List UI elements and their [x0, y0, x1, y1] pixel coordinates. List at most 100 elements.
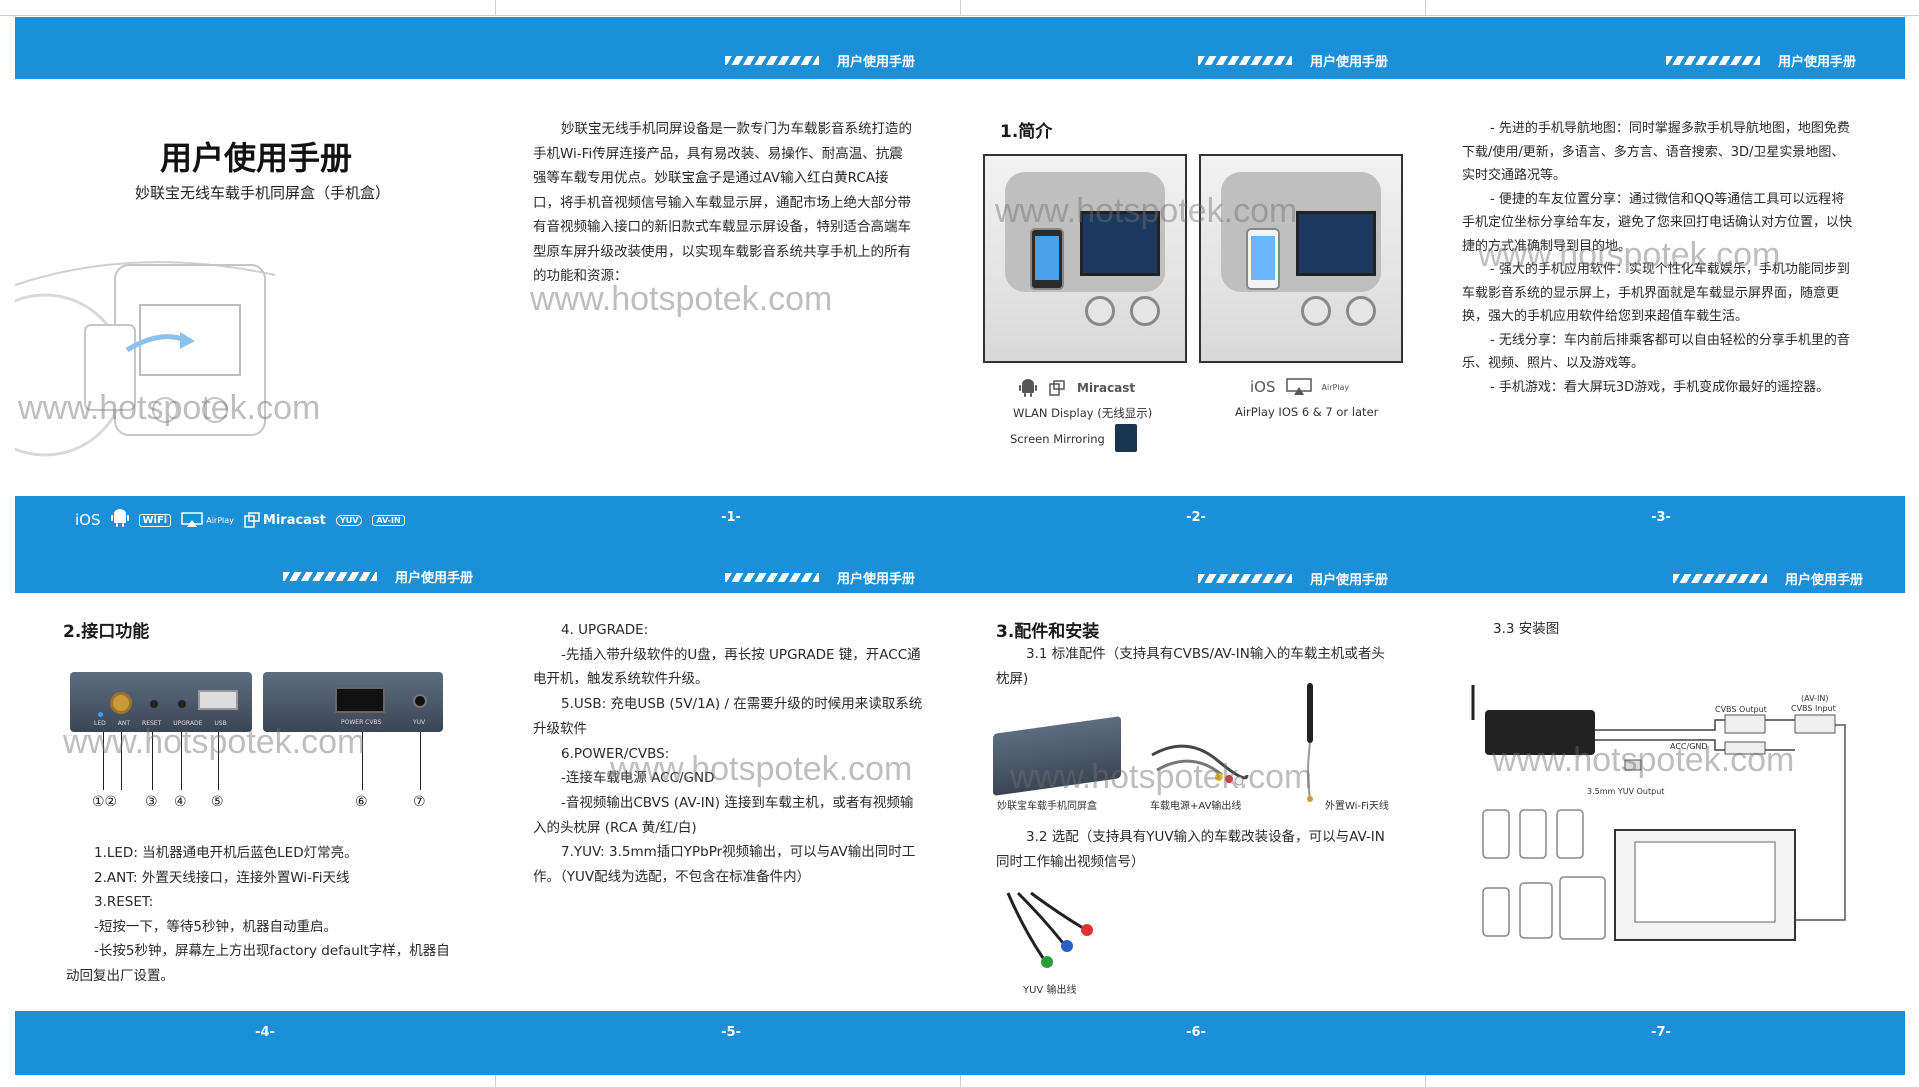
desc-line: 5.USB: 充电USB (5V/1A) / 在需要升级的时候用来读取系统升级软…	[533, 696, 923, 737]
device-front-panel: LED ANT RESET UPGRADE USB	[70, 672, 252, 732]
stripes-decoration	[1666, 56, 1760, 65]
page3-feature-list: - 先进的手机导航地图：同时掌握多款手机导航地图，地图免费下载/使用/更新，多语…	[1462, 117, 1856, 399]
page-number-5: -5-	[721, 1025, 741, 1040]
miracast-icon: Miracast	[244, 512, 326, 528]
dial-knob	[1346, 296, 1376, 326]
leader-line	[152, 732, 153, 790]
header-title: 用户使用手册	[395, 571, 474, 586]
antenna-port	[110, 692, 132, 714]
screen-mirroring-caption: Screen Mirroring	[1010, 432, 1105, 446]
page-number-1: -1-	[721, 510, 741, 525]
desc-line: 7.YUV: 3.5mm插口YPbPr视频输出，可以与AV输出同时工作。（YUV…	[533, 844, 916, 886]
header-title: 用户使用手册	[1778, 55, 1857, 70]
header-title: 用户使用手册	[837, 572, 916, 587]
watermark-cover: www.hotspotek.com	[18, 389, 321, 427]
car-screen	[1296, 211, 1376, 276]
feature-item: - 强大的手机应用软件：实现个性化车载娱乐，手机功能同步到车载影音系统的显示屏上…	[1462, 262, 1850, 324]
device-rear-panel: POWER CVBS YUV	[263, 672, 443, 732]
header-title: 用户使用手册	[1785, 573, 1864, 588]
header-page-4: 用户使用手册	[283, 567, 473, 586]
cover-title: 用户使用手册	[160, 139, 353, 177]
feature-item: - 无线分享：车内前后排乘客都可以自由轻松的分享手机里的音乐、视频、照片、以及游…	[1462, 332, 1850, 372]
android-icon	[1019, 379, 1037, 397]
page1-intro-paragraph: 妙联宝无线手机同屏设备是一款专门为车载影音系统打造的手机Wi-Fi传屏连接产品，…	[533, 117, 913, 289]
leader-line	[103, 732, 104, 790]
airplay-label: AirPlay	[1321, 382, 1350, 392]
feature-item: - 便捷的车友位置分享：通过微信和QQ等通信工具可以远程将手机定位坐标分享给车友…	[1462, 191, 1853, 254]
photo-ios-mirroring	[1199, 154, 1403, 363]
watermark-page-6: www.hotspotek.com	[1010, 758, 1313, 796]
airplay-icon	[1285, 378, 1312, 395]
miracast-label: Miracast	[1077, 381, 1136, 395]
yuv-icon: YUV	[335, 514, 363, 526]
watermark-page-2: www.hotspotek.com	[995, 192, 1298, 230]
watermark-page-5: www.hotspotek.com	[610, 750, 913, 788]
marker-3: ③	[145, 794, 158, 810]
header-title: 用户使用手册	[837, 55, 916, 70]
cvbs-output-label: CVBS Output	[1715, 705, 1767, 714]
desc-line: 1.LED: 当机器通电开机后蓝色LED灯常亮。	[94, 845, 358, 861]
stripes-decoration	[725, 56, 819, 65]
section-title-interfaces: 2.接口功能	[63, 622, 150, 642]
header-title: 用户使用手册	[1310, 55, 1389, 70]
feature-item: - 手机游戏：看大屏玩3D游戏，手机变成你最好的遥控器。	[1490, 379, 1830, 395]
ios-airplay-logos: iOS AirPlay	[1250, 378, 1349, 396]
av-in-icon: AV-IN	[372, 514, 405, 526]
yuv-cable-photo	[1003, 888, 1098, 978]
label-ant: ANT	[117, 720, 131, 727]
bottom-footer-band	[15, 1011, 1905, 1075]
intro-text: 妙联宝无线手机同屏设备是一款专门为车载影音系统打造的手机Wi-Fi传屏连接产品，…	[533, 121, 912, 284]
av-in-label: (AV-IN)	[1801, 694, 1829, 703]
label-led: LED	[94, 720, 106, 727]
fold-guide-2	[960, 0, 961, 15]
port-labels: LED ANT RESET UPGRADE USB	[94, 720, 227, 727]
installation-diagram: CVBS Output (AV-IN) CVBS Input ACC/GND 3…	[1465, 680, 1865, 950]
installation-diagram-title: 3.3 安装图	[1493, 621, 1560, 637]
airplay-label: AirPlay	[206, 515, 234, 525]
led-indicator	[98, 712, 103, 717]
page-number-7: -7-	[1651, 1025, 1671, 1040]
label-power-cvbs: POWER CVBS	[341, 719, 382, 726]
desc-line: -连接车载电源 ACC/GND	[561, 770, 715, 787]
acc-gnd-label: ACC/GND	[1670, 742, 1708, 751]
photo-android-mirroring	[983, 154, 1187, 363]
label-reset: RESET	[142, 720, 162, 727]
caption-power-av-cable: 车载电源+AV输出线	[1150, 801, 1242, 812]
stripes-decoration	[1198, 574, 1292, 583]
miracast-icon	[1049, 380, 1065, 396]
android-icon	[110, 508, 129, 532]
marker-1-2: ①②	[92, 794, 118, 810]
caption-yuv-cable: YUV 输出线	[1023, 985, 1077, 996]
desc-line: -先插入带升级软件的U盘，再长按 UPGRADE 键，开ACC通电开机，触发系统…	[533, 646, 921, 688]
power-cvbs-port	[335, 687, 385, 713]
leader-line	[218, 732, 219, 790]
crop-line-top	[0, 15, 1919, 16]
android-miracast-logos: Miracast	[1019, 378, 1135, 398]
page5-port-descriptions: 4. UPGRADE: -先插入带升级软件的U盘，再长按 UPGRADE 键，开…	[533, 618, 923, 890]
caption-mirror-box: 妙联宝车载手机同屏盒	[997, 801, 1097, 812]
stripes-decoration	[1673, 574, 1767, 583]
marker-5: ⑤	[211, 794, 224, 810]
watermark-page-4: www.hotspotek.com	[63, 723, 366, 761]
stripes-decoration	[283, 572, 377, 581]
desc-line: 3.RESET:	[94, 894, 154, 910]
header-page-1: 用户使用手册	[725, 51, 915, 70]
header-page-6: 用户使用手册	[1198, 569, 1388, 588]
airplay-version-caption: AirPlay IOS 6 & 7 or later	[1235, 405, 1379, 419]
fold-guide-4	[495, 1075, 496, 1087]
screen-mirroring-icon	[1115, 424, 1137, 452]
cover-dashboard-illustration	[0, 245, 315, 495]
dial-knob	[1085, 296, 1115, 326]
desc-line: -短按一下，等待5秒钟，机器自动重启。	[94, 918, 337, 935]
miracast-label: Miracast	[262, 512, 326, 528]
page-number-2: -2-	[1186, 510, 1206, 525]
desc-line: -音视频输出CBVS (AV-IN) 连接到车载主机，或者有视频输入的头枕屏 (…	[533, 794, 914, 836]
upgrade-button	[178, 700, 186, 708]
fold-guide-3	[1425, 0, 1426, 15]
fold-guide-1	[495, 0, 496, 15]
dial-knob	[1130, 296, 1160, 326]
yuv-jack	[413, 694, 427, 708]
android-phone	[1030, 228, 1064, 290]
section-title-accessories: 3.配件和安装	[996, 622, 1100, 642]
fold-guide-6	[1425, 1075, 1426, 1087]
